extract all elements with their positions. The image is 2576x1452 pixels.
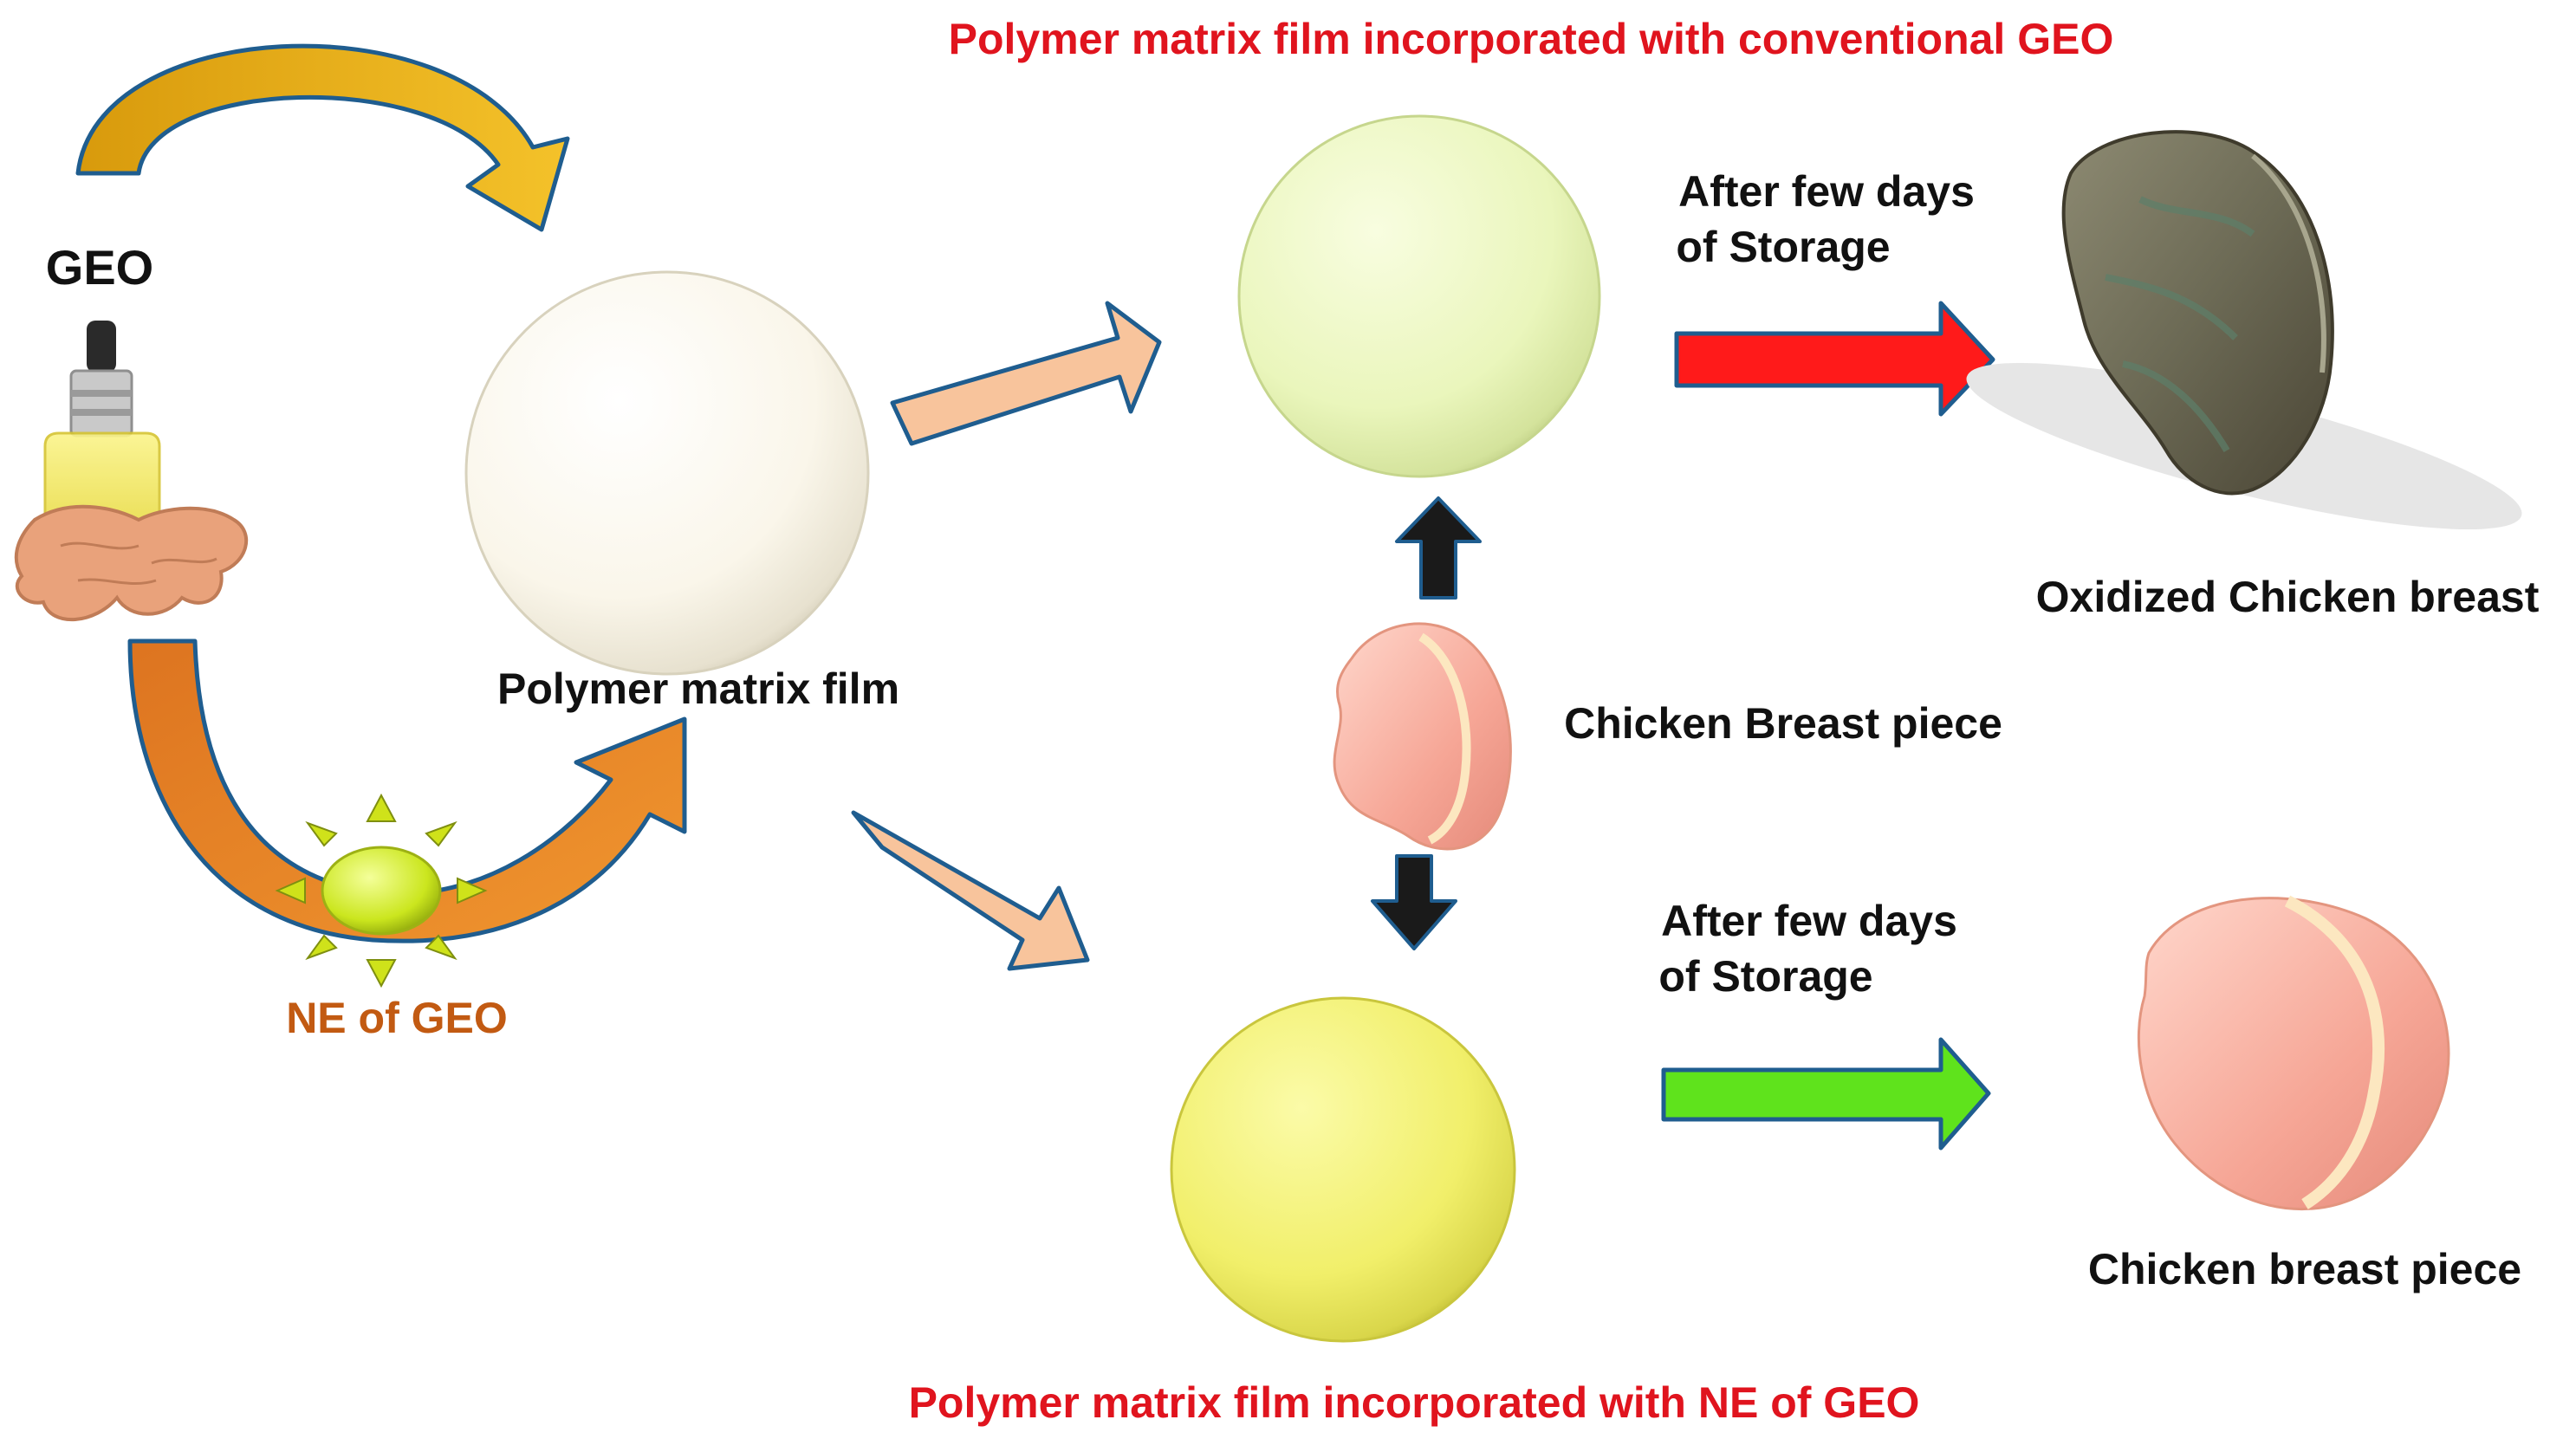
ne-of-geo-label: NE of GEO: [286, 994, 508, 1042]
red-storage-arrow: [1674, 301, 1995, 417]
polymer-film-conventional-geo: [1237, 114, 1601, 478]
arrow-film-to-ne-film: [851, 810, 1090, 971]
arrow-chicken-to-ne-film: [1371, 854, 1457, 950]
green-storage-arrow: [1661, 1037, 1991, 1151]
fresh-chicken-breast-icon: [2137, 895, 2450, 1211]
curved-arrow-geo-to-film: [75, 43, 570, 232]
oxidized-label: Oxidized Chicken breast: [2036, 573, 2540, 621]
polymer-film-label: Polymer matrix film: [497, 664, 899, 713]
fresh-label: Chicken breast piece: [2088, 1245, 2521, 1293]
raw-chicken-breast-icon: [1333, 622, 1512, 851]
curved-arrow-geo-to-ne-to-film: [127, 638, 687, 943]
storage-top-line2: of Storage: [1676, 223, 1890, 271]
bottom-title: Polymer matrix film incorporated with NE…: [909, 1378, 1920, 1427]
ginger-root-icon: [14, 504, 249, 622]
nanoemulsion-sun-icon: [275, 793, 488, 989]
storage-top-line1: After few days: [1678, 167, 1975, 216]
oxidized-chicken-breast-icon: [1966, 130, 2522, 530]
arrow-chicken-to-conventional: [1395, 496, 1482, 600]
top-title: Polymer matrix film incorporated with co…: [949, 15, 2114, 63]
storage-bottom-line2: of Storage: [1658, 952, 1872, 1001]
polymer-film-plain: [464, 270, 870, 676]
geo-label: GEO: [46, 240, 153, 295]
chicken-piece-label: Chicken Breast piece: [1564, 699, 2002, 748]
storage-bottom-line1: After few days: [1661, 897, 1957, 945]
arrow-film-to-conventional: [890, 301, 1162, 446]
polymer-film-ne-geo: [1170, 996, 1516, 1343]
